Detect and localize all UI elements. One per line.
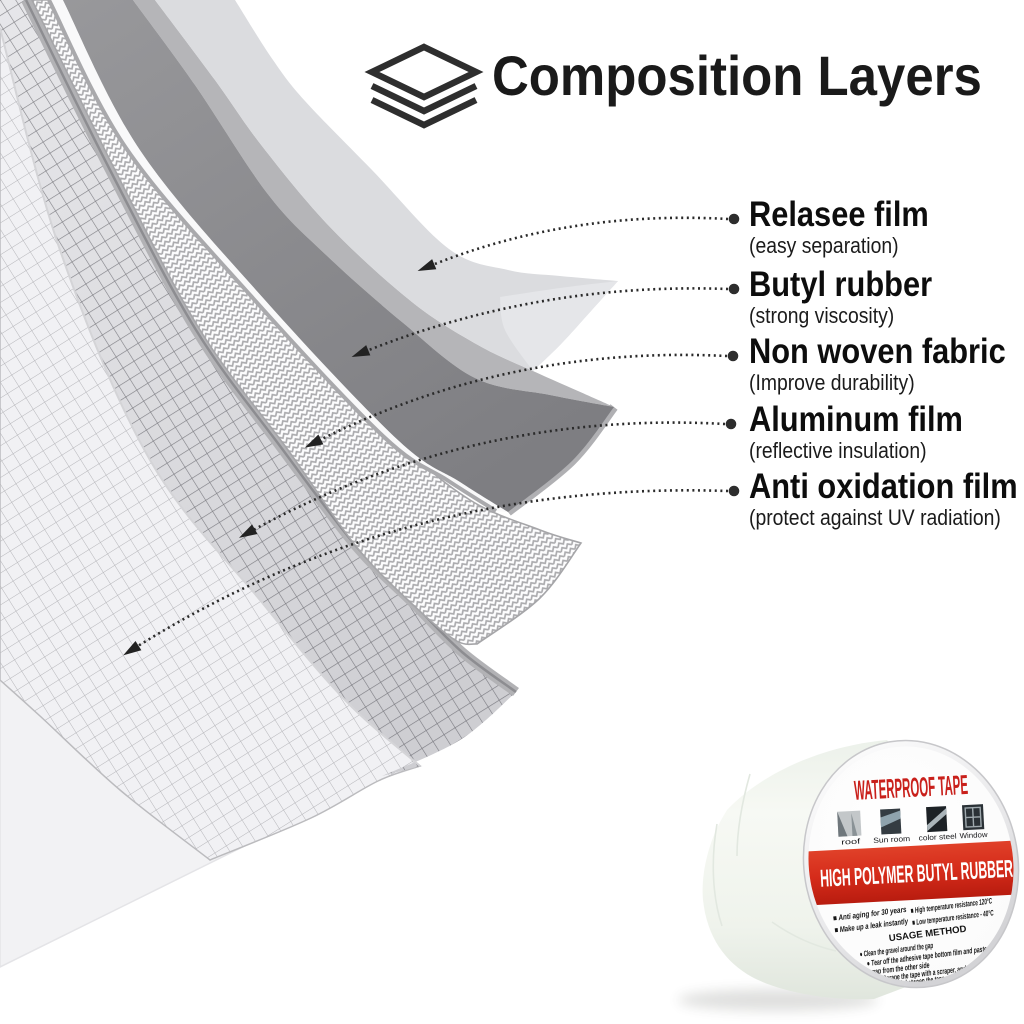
leader-dots bbox=[725, 213, 740, 497]
label-title: Anti oxidation film bbox=[749, 467, 1018, 506]
arrowhead-butyl-rubber bbox=[351, 345, 371, 358]
page-title: Composition Layers bbox=[492, 44, 982, 107]
label-butyl-rubber: Butyl rubber (strong viscosity) bbox=[749, 265, 933, 329]
leader-dot bbox=[727, 350, 739, 362]
arrow-line-butyl-rubber bbox=[358, 287, 729, 356]
arrowhead-nonwoven-fabric bbox=[304, 434, 324, 448]
layer-sheet-release-film bbox=[155, 0, 618, 371]
label-release-film: Relasee film (easy separation) bbox=[749, 195, 929, 259]
arrow-line-release-film bbox=[424, 216, 729, 270]
application-captions: roof Sun room color steel Window bbox=[841, 830, 988, 847]
caption-sunroom: Sun room bbox=[873, 834, 910, 845]
leader-dot bbox=[728, 213, 740, 225]
thumb-sunroom-detail bbox=[880, 810, 901, 828]
leader-dot bbox=[728, 485, 740, 497]
application-thumbs bbox=[837, 804, 985, 837]
thumb-roof-detail2 bbox=[851, 813, 858, 837]
label-aluminum-film: Aluminum film (reflective insulation) bbox=[749, 400, 963, 464]
label-anti-oxidation-film: Anti oxidation film (protect against UV … bbox=[749, 467, 1018, 531]
leader-dot bbox=[728, 283, 740, 295]
arrow-line-nonwoven-fabric bbox=[311, 353, 728, 446]
red-band bbox=[790, 839, 1024, 907]
label-subtitle: (Improve durability) bbox=[749, 370, 915, 395]
caption-window: Window bbox=[959, 830, 988, 840]
label-subtitle: (strong viscosity) bbox=[749, 303, 895, 328]
arrow-line-anti-oxidation-film bbox=[129, 489, 729, 653]
leader-arrows bbox=[129, 216, 729, 653]
arrowhead-anti-oxidation-film bbox=[123, 641, 142, 656]
layer-sheet-butyl-rubber bbox=[63, 0, 614, 512]
layer-sheet-butyl-rim bbox=[133, 0, 614, 407]
tape-roll: WATERPROOF TAPE roof Sun room color stee… bbox=[678, 739, 1024, 1011]
thumb-window-detail bbox=[964, 806, 982, 828]
roll-body-seam bbox=[712, 773, 837, 952]
thumb-roof-detail bbox=[837, 811, 848, 837]
arrowhead-aluminum-film bbox=[239, 524, 258, 538]
label-title: Aluminum film bbox=[749, 400, 963, 439]
label-title: Non woven fabric bbox=[749, 332, 1006, 371]
label-subtitle: (reflective insulation) bbox=[749, 438, 927, 463]
thumb-colorsteel-detail bbox=[926, 808, 947, 832]
layer-stack bbox=[0, 0, 618, 968]
label-subtitle: (easy separation) bbox=[749, 233, 899, 258]
caption-colorsteel: color steel bbox=[918, 832, 957, 843]
layers-icon bbox=[364, 43, 484, 129]
label-nonwoven-fabric: Non woven fabric (Improve durability) bbox=[749, 332, 1006, 396]
layer-boundary-anti-oxidation bbox=[0, 27, 421, 767]
label-title: Butyl rubber bbox=[749, 265, 933, 304]
layer-sheet-nonwoven-margin-edge bbox=[47, 0, 498, 513]
leader-arrowheads bbox=[123, 259, 437, 656]
layer-sheet-aluminum-rim-edge bbox=[24, 0, 517, 694]
label-brand: WATERPROOF TAPE bbox=[853, 769, 968, 806]
leader-dot bbox=[725, 418, 737, 430]
layer-sheet-release-film-fold bbox=[500, 281, 618, 371]
label-subtitle: (protect against UV radiation) bbox=[749, 505, 1001, 530]
caption-roof: roof bbox=[841, 837, 862, 847]
label-title: Relasee film bbox=[749, 195, 929, 234]
arrowhead-release-film bbox=[417, 259, 437, 272]
